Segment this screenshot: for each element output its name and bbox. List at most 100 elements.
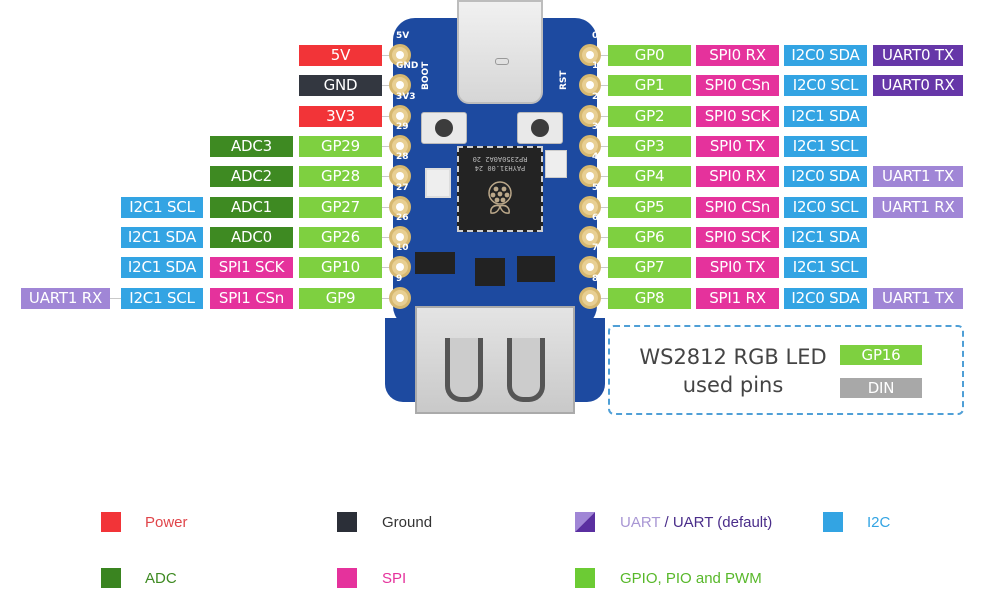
label-gnd: GND <box>299 75 382 96</box>
pin-silk-number: 8 <box>592 274 599 284</box>
chip-line-1: RP2350A0A2 20 <box>472 155 528 163</box>
pin-pad <box>579 165 601 187</box>
legend-swatch-adc <box>101 568 121 588</box>
connector-line <box>382 207 390 208</box>
label-gp8-spi: SPI1 RX <box>696 288 779 309</box>
pin-pad <box>579 226 601 248</box>
label-gp1-uart: UART0 RX <box>873 75 963 96</box>
connector-line <box>382 267 390 268</box>
legend-adc: ADC <box>145 570 177 587</box>
connector-line <box>598 237 608 238</box>
label-gp10: GP10 <box>299 257 382 278</box>
connector-line <box>598 116 608 117</box>
pin-silk-number: 27 <box>396 183 409 193</box>
pin-pad <box>579 135 601 157</box>
rp2350-zero-board: BOOT RST PAYH31.00 24 RP2350A0A2 20 <box>385 0 605 418</box>
label-din: DIN <box>840 378 922 398</box>
connector-line <box>598 298 608 299</box>
pin-pad <box>389 44 411 66</box>
pin-pad <box>389 256 411 278</box>
label-gp5-spi: SPI0 CSn <box>696 197 779 218</box>
pin-silk-number: 2 <box>592 92 599 102</box>
chip-line-2: PAYH31.00 24 <box>474 164 526 172</box>
label-gp5-i2c: I2C0 SCL <box>784 197 867 218</box>
label-gp4-i2c: I2C0 SDA <box>784 166 867 187</box>
pin-silk-number: 9 <box>396 274 403 284</box>
label-gp1-spi: SPI0 CSn <box>696 75 779 96</box>
connector-line <box>382 85 390 86</box>
connector-line <box>382 116 390 117</box>
label-gp7-spi: SPI0 TX <box>696 257 779 278</box>
led-subtitle: used pins <box>682 373 784 397</box>
connector-line <box>598 207 608 208</box>
label-gp9-uart: UART1 RX <box>21 288 110 309</box>
usb-c-connector <box>457 0 543 104</box>
legend-swatch-ground <box>337 512 357 532</box>
pin-silk-number: 4 <box>592 152 599 162</box>
label-adc0: ADC0 <box>210 227 293 248</box>
legend-swatch-i2c <box>823 512 843 532</box>
pin-silk-number: 7 <box>592 243 599 253</box>
pin-silk-number: 3V3 <box>396 92 416 102</box>
label-adc2: ADC2 <box>210 166 293 187</box>
legend-ground: Ground <box>382 514 433 531</box>
label-gp0: GP0 <box>608 45 691 66</box>
pin-silk-number: 5V <box>396 31 410 41</box>
connector-line <box>382 146 390 147</box>
label-gp3-spi: SPI0 TX <box>696 136 779 157</box>
label-adc3: ADC3 <box>210 136 293 157</box>
rst-silk: RST <box>559 70 569 90</box>
label-gp1: GP1 <box>608 75 691 96</box>
label-gp7: GP7 <box>608 257 691 278</box>
label-gp5-uart: UART1 RX <box>873 197 963 218</box>
label-gp0-i2c: I2C0 SDA <box>784 45 867 66</box>
led-title: WS2812 RGB LED <box>639 345 827 369</box>
label-gp26: GP26 <box>299 227 382 248</box>
label-gp6-i2c: I2C1 SDA <box>784 227 867 248</box>
connector-line <box>598 55 608 56</box>
connector-line <box>598 146 608 147</box>
connector-line <box>382 55 390 56</box>
legend-uart-light: UART <box>620 514 661 531</box>
pin-silk-number: 28 <box>396 152 409 162</box>
legend-uart-default: UART (default) <box>672 514 773 531</box>
label-gp6: GP6 <box>608 227 691 248</box>
pin-pad <box>389 226 411 248</box>
regulator <box>415 252 455 274</box>
label-gp6-spi: SPI0 SCK <box>696 227 779 248</box>
label-gp4: GP4 <box>608 166 691 187</box>
label-gp9-i2c: I2C1 SCL <box>121 288 203 309</box>
label-gp10-spi: SPI1 SCK <box>210 257 293 278</box>
label-3v3: 3V3 <box>299 106 382 127</box>
legend-spi: SPI <box>382 570 407 587</box>
pin-pad <box>389 74 411 96</box>
label-gp8-uart: UART1 TX <box>873 288 963 309</box>
label-gp8-i2c: I2C0 SDA <box>784 288 867 309</box>
pin-silk-number: 1 <box>592 61 599 71</box>
label-gp16: GP16 <box>840 345 922 365</box>
label-gp0-spi: SPI0 RX <box>696 45 779 66</box>
pin-pad <box>579 287 601 309</box>
pin-silk-number: 10 <box>396 243 409 253</box>
label-gp9: GP9 <box>299 288 382 309</box>
label-gp26-i2c: I2C1 SDA <box>121 227 203 248</box>
pin-pad <box>579 196 601 218</box>
label-gp27-i2c: I2C1 SCL <box>121 197 203 218</box>
connector-line <box>382 176 390 177</box>
label-gp0-uart: UART0 TX <box>873 45 963 66</box>
label-gp2: GP2 <box>608 106 691 127</box>
pin-pad <box>579 44 601 66</box>
pin-pad <box>579 105 601 127</box>
label-5v: 5V <box>299 45 382 66</box>
label-adc1: ADC1 <box>210 197 293 218</box>
pin-silk-number: 5 <box>592 183 599 193</box>
pin-silk-number: GND <box>396 61 419 71</box>
legend-swatch-uart <box>575 512 595 532</box>
pin-pad <box>389 287 411 309</box>
pin-pad <box>389 165 411 187</box>
connector-line <box>382 237 390 238</box>
rp2350-chip: PAYH31.00 24 RP2350A0A2 20 <box>457 146 543 232</box>
legend-i2c: I2C <box>867 514 891 531</box>
legend-swatch-spi <box>337 568 357 588</box>
legend-uart-sep: / <box>660 514 673 531</box>
